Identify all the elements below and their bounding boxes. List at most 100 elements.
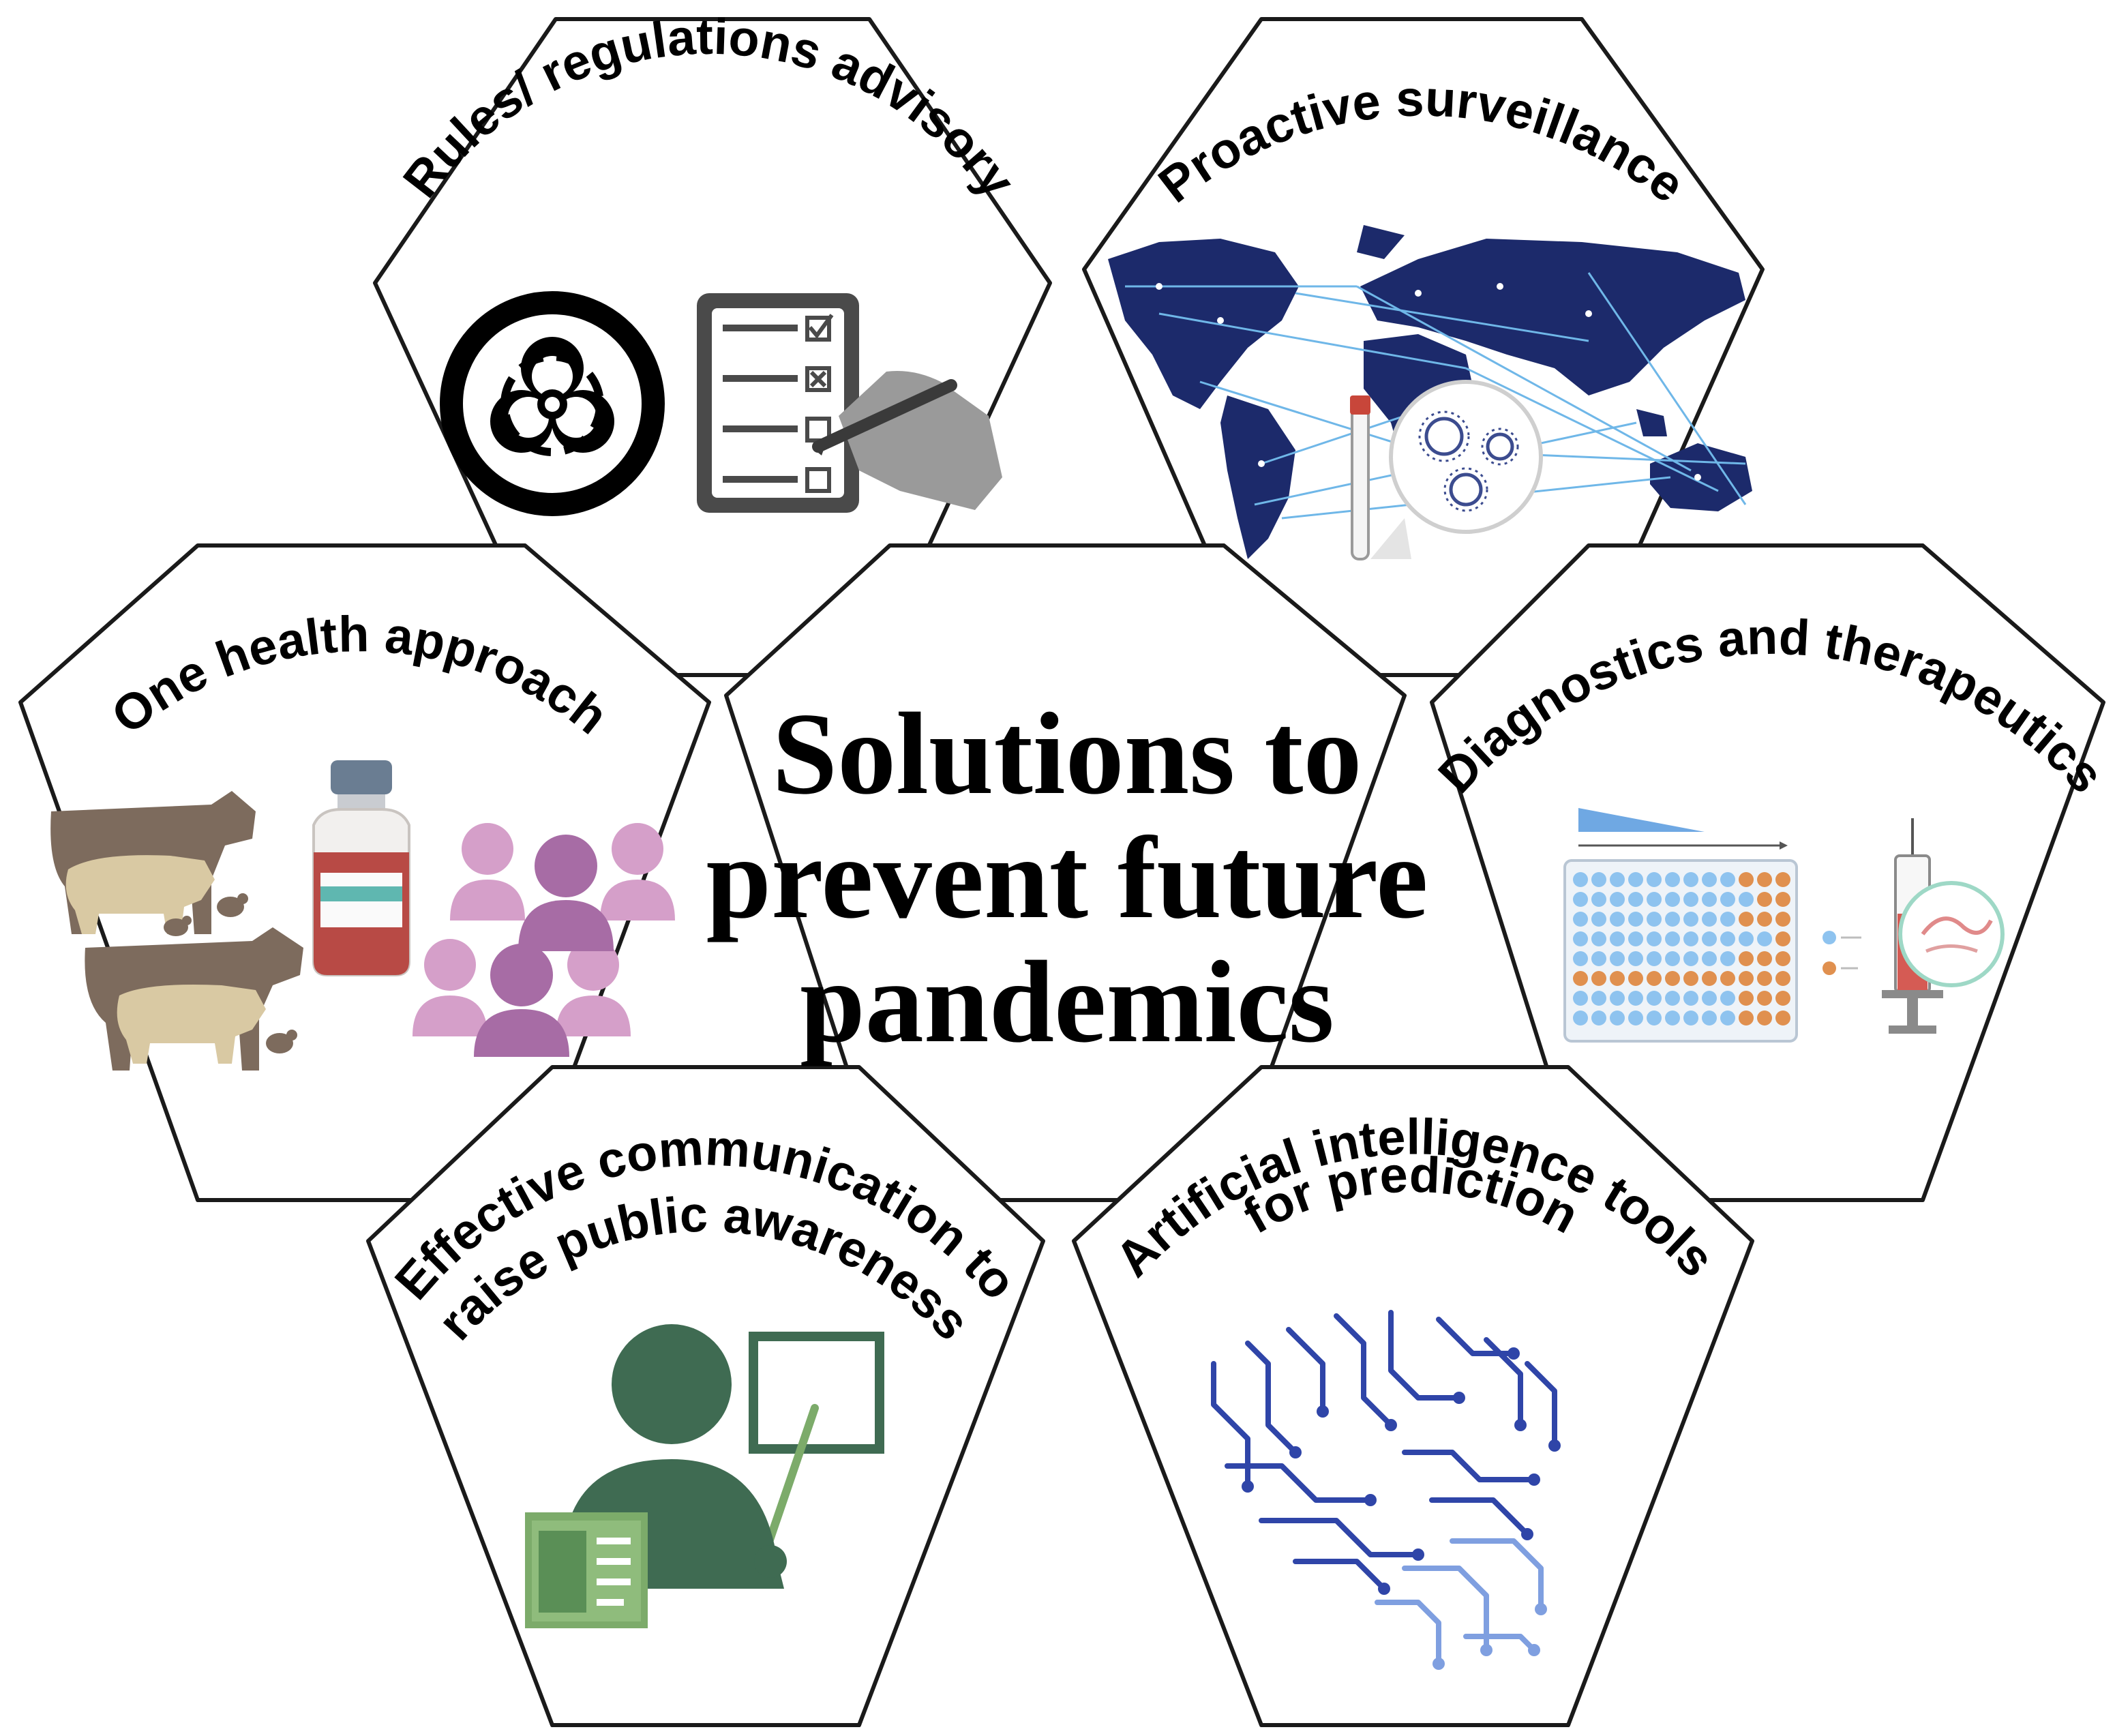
virus-magnifier-icon [1370,380,1543,559]
well [1628,1011,1643,1026]
well [1665,991,1680,1006]
circuit-trace [1402,1566,1489,1653]
well [1757,931,1772,946]
test-tube-icon [1350,395,1370,560]
well [1573,912,1588,927]
well [1702,991,1717,1006]
well [1775,971,1790,986]
well [1628,971,1643,986]
board-icon [749,1332,884,1552]
well [1665,872,1680,887]
circuit-node [1289,1446,1302,1458]
ai-illustration [1211,1310,1561,1670]
circuit-trace [1334,1313,1394,1428]
well [1610,1011,1625,1026]
well [1647,912,1662,927]
well [1610,971,1625,986]
well [1647,872,1662,887]
diagnostics-illustration [1563,808,2005,1043]
well [1720,912,1735,927]
well [1573,892,1588,907]
well [1702,1011,1717,1026]
well [1775,931,1790,946]
well [1757,892,1772,907]
circuit-trace [1211,1361,1250,1489]
well [1739,892,1754,907]
well [1610,892,1625,907]
circuit-node [1364,1494,1377,1506]
well [1665,951,1680,966]
well [1610,912,1625,927]
circuit-trace [1463,1634,1537,1653]
well [1702,971,1717,986]
well [1647,971,1662,986]
circuit-trace [1388,1310,1462,1401]
well [1739,991,1754,1006]
well [1720,892,1735,907]
vaccine-vial-icon [312,760,410,976]
circuit-trace [1245,1341,1298,1455]
legend-dots [1822,931,1861,975]
circuit-node [1508,1347,1520,1360]
well [1665,912,1680,927]
well [1757,991,1772,1006]
center-title-line-2: prevent future [706,813,1428,943]
well [1720,971,1735,986]
circuit-node [1242,1480,1254,1493]
circuit-node [1317,1405,1329,1418]
well [1702,951,1717,966]
well [1757,872,1772,887]
well [1720,951,1735,966]
circuit-node [1548,1439,1561,1452]
circuit-node [1385,1419,1397,1431]
well [1610,951,1625,966]
writing-hand-icon [812,371,1002,510]
well [1683,872,1698,887]
well [1775,892,1790,907]
well [1720,991,1735,1006]
circuit-trace [1450,1538,1544,1612]
well [1628,931,1643,946]
circuit-node [1535,1603,1547,1615]
circuit-node [1378,1583,1390,1595]
well [1591,991,1606,1006]
well [1647,892,1662,907]
well [1775,951,1790,966]
one-health-illustration [50,760,675,1071]
well [1628,892,1643,907]
well [1665,892,1680,907]
well [1757,1011,1772,1026]
well [1720,931,1735,946]
well [1683,931,1698,946]
well [1739,1011,1754,1026]
well [1720,872,1735,887]
center-title-line-3: pandemics [800,938,1334,1067]
well [1702,872,1717,887]
well [1775,1011,1790,1026]
circuit-trace [1429,1497,1530,1537]
well [1591,1011,1606,1026]
well [1591,931,1606,946]
rules-illustration [440,291,1002,516]
well [1610,931,1625,946]
circuit-trace [1225,1463,1373,1503]
circuit-node [1432,1658,1445,1670]
well [1628,912,1643,927]
well [1683,1011,1698,1026]
well [1591,951,1606,966]
biohazard-icon [440,291,665,516]
well [1573,991,1588,1006]
well [1683,991,1698,1006]
well [1665,931,1680,946]
well [1702,892,1717,907]
well [1775,912,1790,927]
well [1665,971,1680,986]
circuit-node [1453,1392,1465,1404]
well [1591,892,1606,907]
circuit-node [1528,1473,1540,1486]
well [1739,872,1754,887]
well [1591,971,1606,986]
circuit-trace [1293,1559,1387,1591]
circuit-node [1528,1644,1540,1656]
circuit-node [1514,1419,1527,1431]
